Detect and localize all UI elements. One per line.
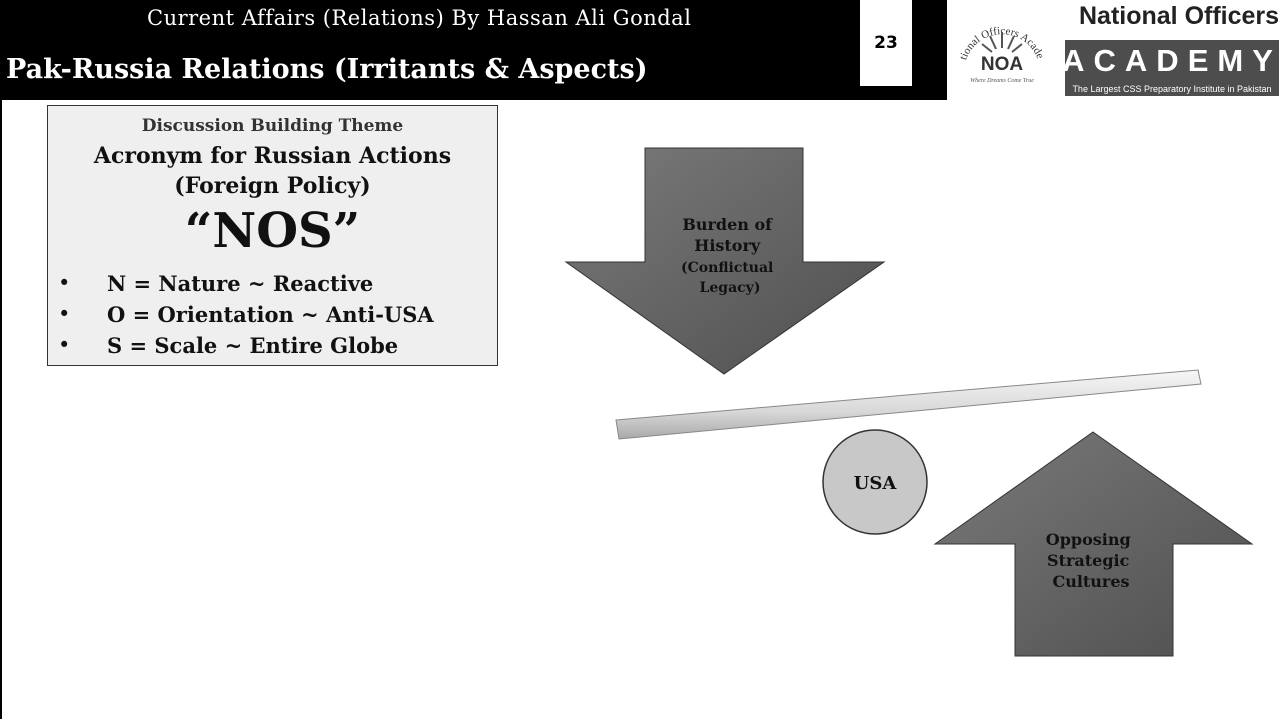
acronym-list: •N = Nature ~ Reactive •O = Orientation … (56, 268, 434, 361)
list-item: •N = Nature ~ Reactive (56, 268, 434, 299)
bullet-icon: • (58, 333, 71, 357)
list-item: •S = Scale ~ Entire Globe (56, 330, 434, 361)
theme-heading-line-2: (Foreign Policy) (174, 173, 371, 199)
noa-emblem-icon: National Officers Academy NOA Where Drea… (952, 8, 1046, 84)
theme-heading: Acronym for Russian Actions (Foreign Pol… (48, 141, 497, 201)
bullet-icon: • (58, 271, 71, 295)
bullet-icon: • (58, 302, 71, 326)
down-arrow-label: Burden of History (Conflictual Legacy) (681, 215, 779, 296)
fulcrum-circle (822, 429, 928, 535)
fulcrum-label: USA (854, 473, 898, 494)
academy-logo: National Officers Academy NOA Where Drea… (947, 0, 1285, 100)
theme-subtitle: Discussion Building Theme (141, 116, 404, 136)
acronym-text: “NOS” (184, 203, 361, 259)
up-arrow-label: Opposing Strategic Cultures (1046, 530, 1136, 591)
theme-heading-line-1: Acronym for Russian Actions (93, 143, 452, 169)
slide-title: Pak-Russia Relations (Irritants & Aspect… (6, 54, 648, 85)
acronym-theme-box: Discussion Building Theme Acronym for Ru… (47, 105, 498, 366)
brand-academy-word: ACADEMY (1062, 40, 1279, 82)
header-bar: Current Affairs (Relations) By Hassan Al… (2, 0, 947, 100)
page-number: 23 (860, 0, 912, 86)
list-item: •O = Orientation ~ Anti-USA (56, 299, 434, 330)
down-arrow (564, 147, 886, 375)
emblem-initials: NOA (981, 54, 1024, 75)
seesaw-beam (615, 369, 1202, 440)
brand-name: National Officers (1079, 2, 1280, 30)
up-arrow (933, 431, 1254, 657)
header-subtitle: Current Affairs (Relations) By Hassan Al… (147, 6, 692, 30)
brand-tagline: The Largest CSS Preparatory Institute in… (1065, 82, 1279, 96)
emblem-motto: Where Dreams Come True (970, 78, 1034, 84)
